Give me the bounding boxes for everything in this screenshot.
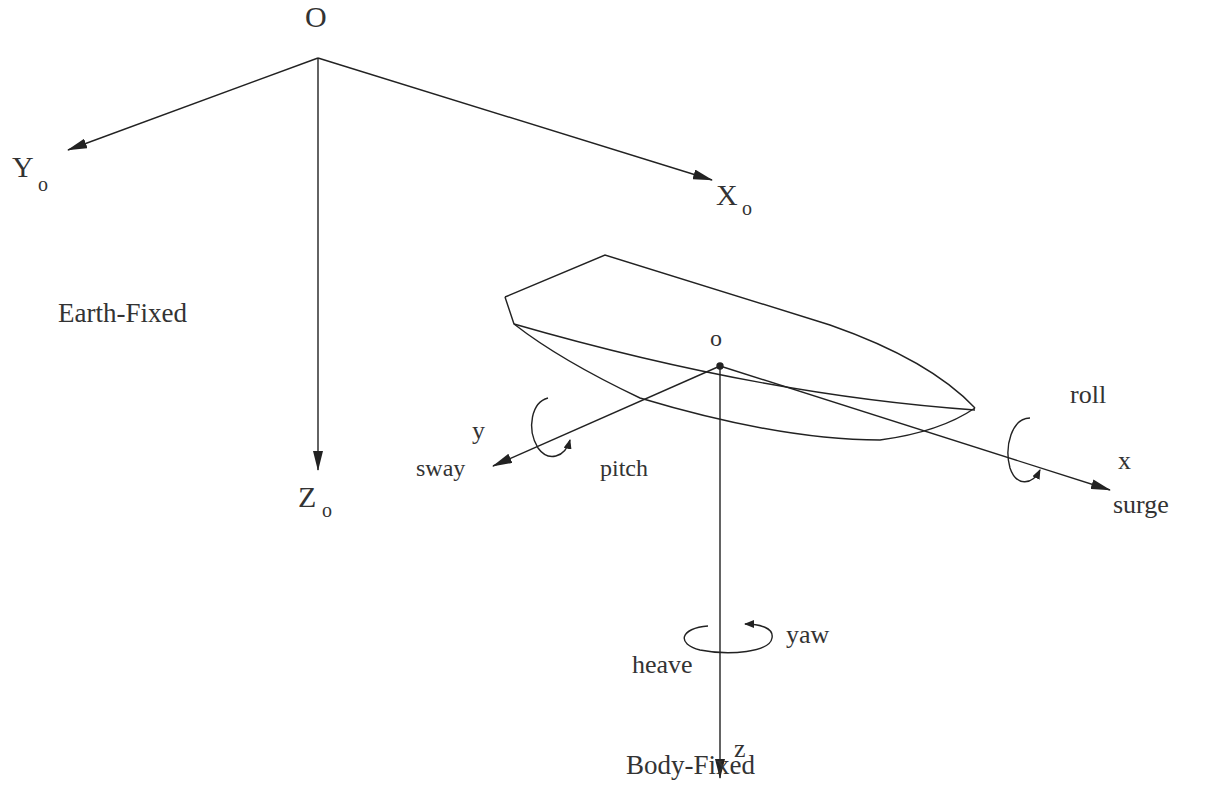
ship-hull [505,297,975,440]
axis-label: x [1118,448,1131,474]
roll-arrow [1008,418,1040,482]
motion-label: heave [632,652,693,678]
motion-label: sway [416,456,465,480]
motion-label: roll [1070,382,1106,408]
earth-y-axis [68,58,318,150]
axis-label: y [472,418,485,444]
origin-label: O [305,2,327,32]
axis-label: X [716,180,738,210]
axis-label: Y [12,152,34,182]
earth-z-axis [317,58,318,470]
axis-subscript: o [742,198,752,218]
yaw-arrow [684,624,772,653]
motion-label: yaw [786,622,829,648]
axis-label: Z [298,482,316,512]
frame-label: Earth-Fixed [58,300,187,327]
frame-label: Body-Fixed [626,752,755,779]
ship-deck [505,255,975,408]
motion-label: surge [1113,492,1169,518]
origin-label: o [710,326,722,350]
body-z-axis [719,366,720,778]
body-x-axis [720,366,1110,490]
motion-label: pitch [600,456,648,480]
body-origin [717,363,723,369]
axis-subscript: o [38,174,48,194]
ship-chine [514,324,975,410]
axis-subscript: o [322,500,332,520]
pitch-arrow [532,398,570,456]
earth-x-axis [318,58,712,180]
body-y-axis [493,366,720,466]
